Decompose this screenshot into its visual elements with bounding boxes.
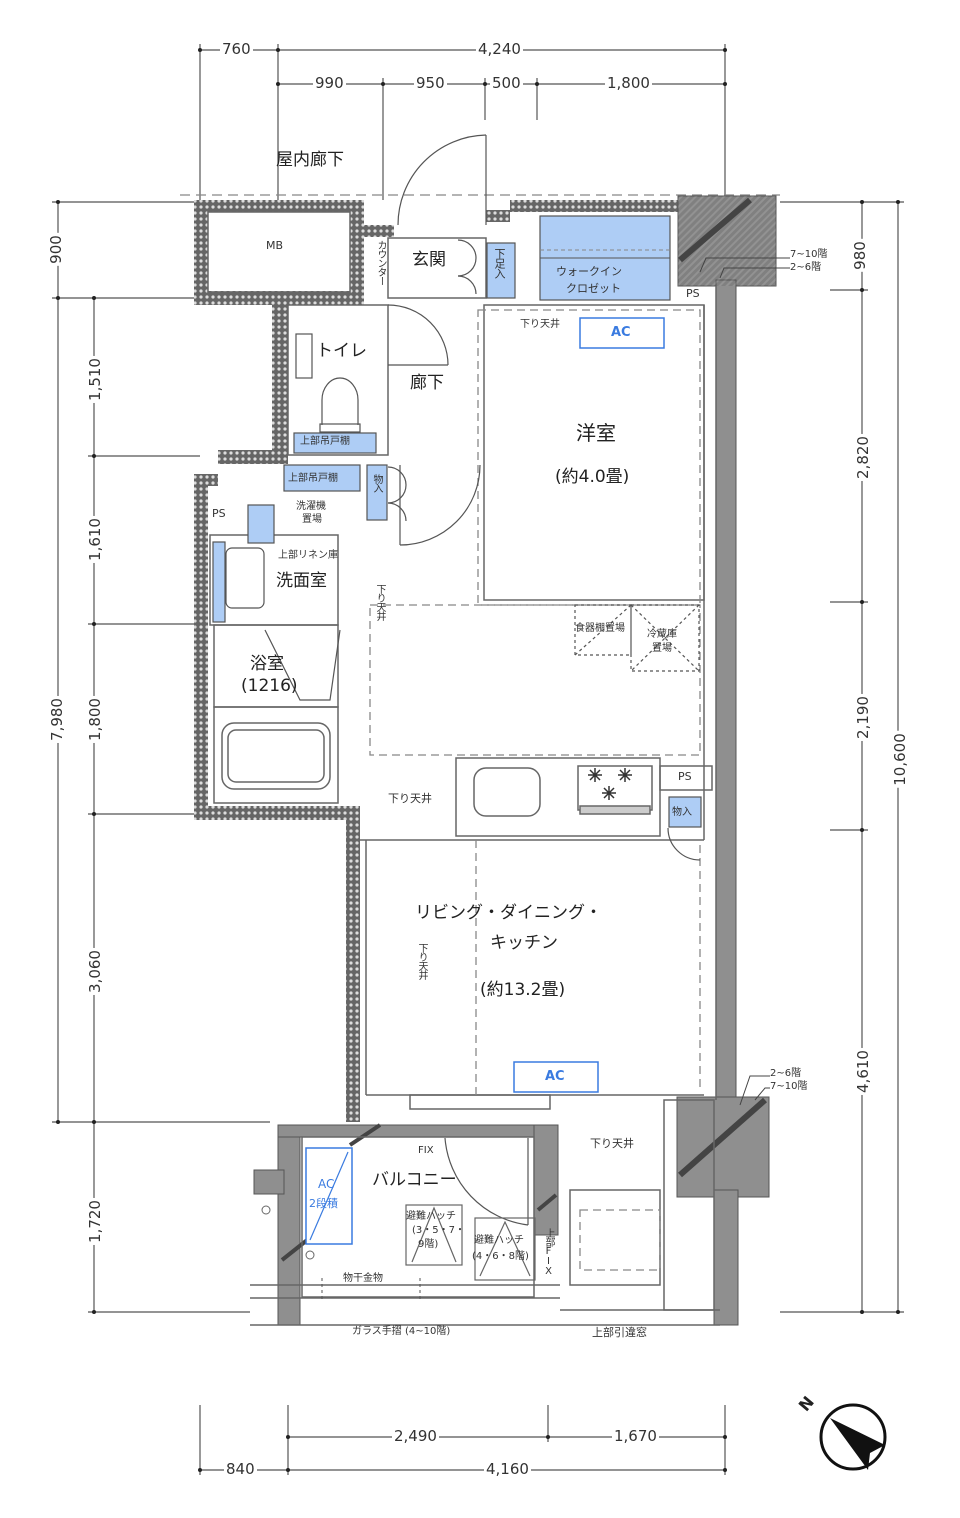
dim-bottom-1670: 1,670	[612, 1427, 659, 1445]
dim-top-500: 500	[490, 74, 523, 92]
label-mb: MB	[266, 239, 284, 252]
dim-top-1800: 1,800	[605, 74, 652, 92]
label-ldk-1: リビング・ダイニング・	[415, 903, 602, 923]
label-ps-left: PS	[212, 507, 226, 520]
label-floors-7-10-bottom: 7~10階	[770, 1081, 808, 1092]
ac-balcony-2: 2段積	[309, 1197, 338, 1210]
label-fridge-1: 冷蔵庫	[647, 629, 677, 640]
label-upper-sliding-window: 上部引違窓	[592, 1326, 647, 1339]
label-storage-hall: 物入	[371, 474, 382, 492]
label-lowered-ceiling-wash: 下り天井	[374, 584, 385, 620]
label-ldk-size: (約13.2畳)	[480, 980, 566, 1000]
dim-left-1610: 1,610	[85, 516, 104, 563]
label-lowered-ceiling-top: 下り天井	[520, 319, 560, 330]
label-entrance: 玄関	[412, 250, 446, 270]
label-fridge-2: 置場	[652, 643, 672, 654]
label-toilet: トイレ	[316, 341, 367, 361]
ac-western-room: AC	[611, 325, 631, 340]
dim-left-900: 900	[46, 233, 65, 266]
label-western-room: 洋室	[576, 421, 616, 445]
label-lowered-ceiling-balcony: 下り天井	[590, 1137, 634, 1150]
label-balcony: バルコニー	[372, 1170, 457, 1190]
label-washroom: 洗面室	[276, 571, 327, 591]
ac-balcony-1: AC	[318, 1177, 335, 1191]
label-upper-cabinet-wash: 上部吊戸棚	[288, 473, 338, 484]
label-lowered-ceiling-kitchen: 下り天井	[388, 792, 432, 805]
label-indoor-corridor: 屋内廊下	[276, 150, 344, 170]
dim-top-990: 990	[313, 74, 346, 92]
dim-left-1800: 1,800	[85, 696, 104, 743]
label-floors-2-6-bottom: 2~6階	[770, 1068, 802, 1079]
label-hatch2-2: (4・6・8階)	[472, 1251, 529, 1262]
dim-bottom-4160: 4,160	[484, 1460, 531, 1478]
dim-bottom-2490: 2,490	[392, 1427, 439, 1445]
dim-left-3060: 3,060	[85, 948, 104, 995]
label-storage-kitchen: 物入	[672, 807, 692, 818]
dim-right-980: 980	[850, 239, 869, 272]
dim-left-7980: 7,980	[47, 696, 66, 743]
dim-left-1720: 1,720	[85, 1198, 104, 1245]
label-laundry-1: 洗濯機	[296, 501, 326, 512]
dim-top-4240: 4,240	[476, 40, 523, 58]
label-ps-top: PS	[686, 287, 700, 300]
label-floors-7-10-top: 7~10階	[790, 249, 828, 260]
label-ps-kitchen: PS	[678, 770, 692, 783]
label-upper-cabinet-toilet: 上部吊戸棚	[300, 436, 350, 447]
label-fix: FIX	[418, 1145, 434, 1156]
label-walk-in-closet-2: クロゼット	[566, 282, 621, 295]
label-lowered-ceiling-ldk: 下り天井	[416, 943, 427, 979]
label-floors-2-6-top: 2~6階	[790, 262, 822, 273]
label-hallway: 廊下	[410, 373, 444, 393]
label-upper-fix: 上部FIX	[543, 1228, 554, 1276]
ac-ldk: AC	[545, 1069, 565, 1084]
label-western-room-size: (約4.0畳)	[555, 467, 630, 487]
label-linen: 上部リネン庫	[278, 550, 338, 561]
label-counter: カウンター	[375, 240, 386, 285]
label-hatch1-3: 9階)	[418, 1239, 439, 1250]
dim-top-950: 950	[414, 74, 447, 92]
dim-right-4610: 4,610	[853, 1048, 872, 1095]
label-bathroom: 浴室	[250, 654, 284, 674]
label-dish-rack: 食器棚置場	[575, 623, 625, 634]
label-clothes-rack: 物干金物	[343, 1273, 383, 1284]
dim-top-760: 760	[220, 40, 253, 58]
dim-bottom-840: 840	[224, 1460, 257, 1478]
label-hatch1-2: (3・5・7・	[412, 1225, 465, 1236]
label-ldk-2: キッチン	[490, 933, 558, 953]
north-arrow-icon	[819, 1403, 887, 1471]
label-laundry-2: 置場	[302, 514, 322, 525]
label-shoe-storage: 下足入	[493, 248, 506, 278]
dim-right-10600: 10,600	[890, 731, 909, 788]
label-glass-railing: ガラス手摺 (4~10階)	[352, 1326, 451, 1337]
label-bathroom-size: (1216)	[241, 676, 298, 696]
label-walk-in-closet-1: ウォークイン	[556, 265, 622, 278]
label-hatch2-1: 避難ハッチ	[474, 1235, 524, 1246]
dim-right-2820: 2,820	[853, 434, 872, 481]
dim-left-1510: 1,510	[85, 356, 104, 403]
label-hatch1-1: 避難ハッチ	[406, 1211, 456, 1222]
dim-right-2190: 2,190	[853, 694, 872, 741]
